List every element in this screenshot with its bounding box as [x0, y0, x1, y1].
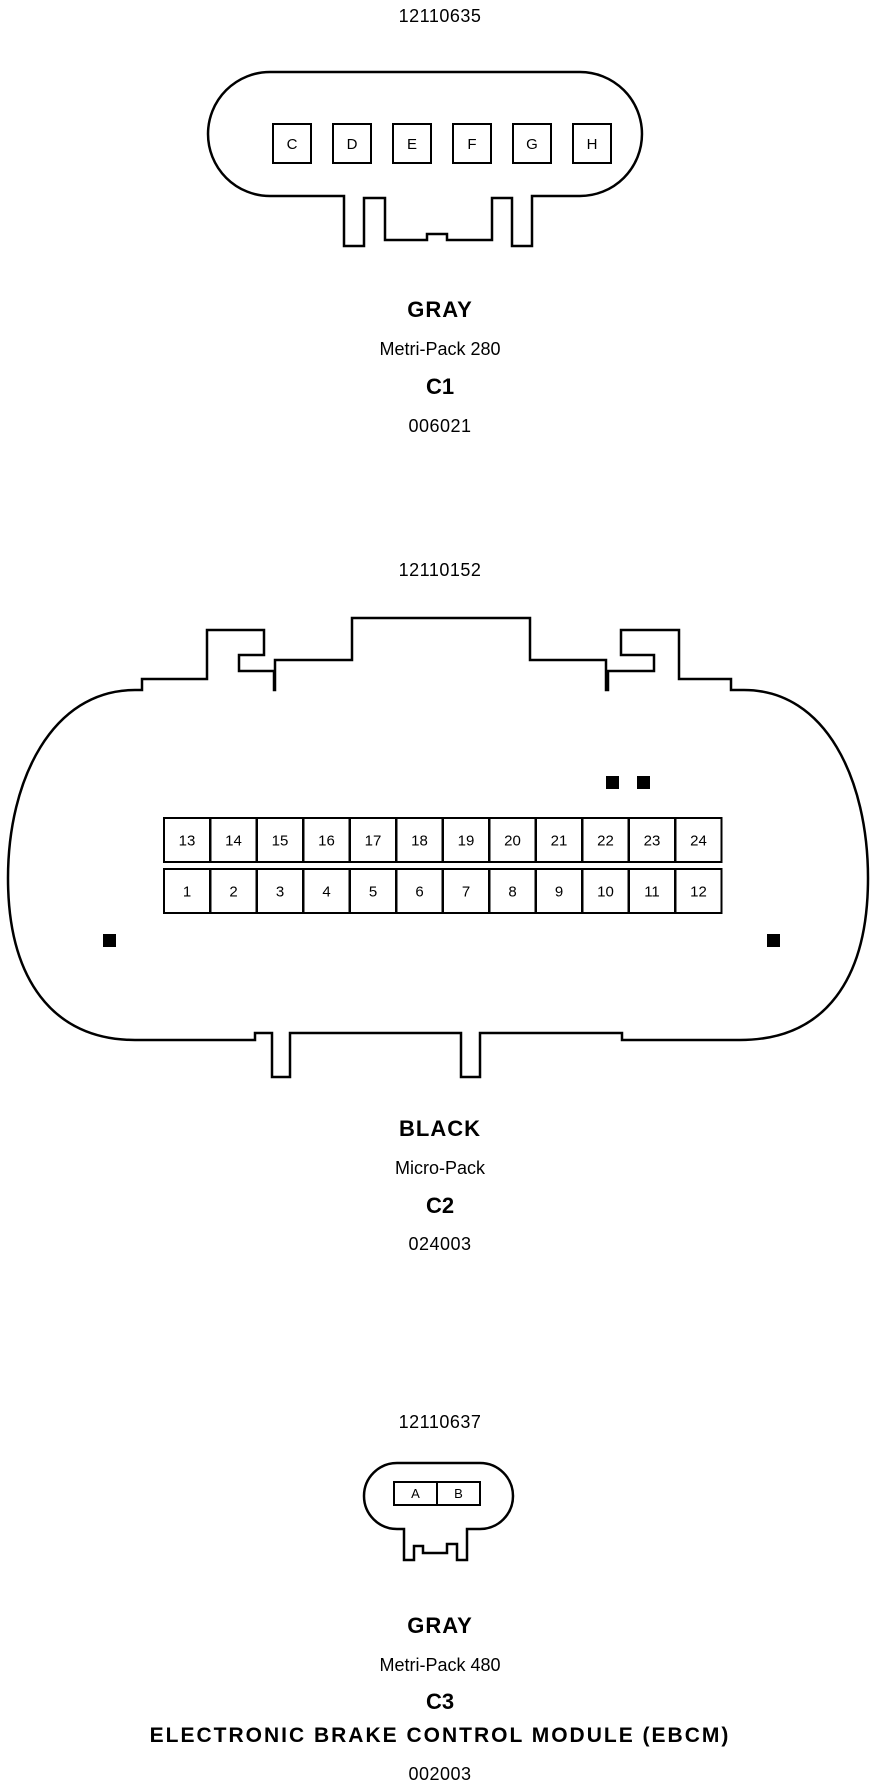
c2-pin-cavity: [163, 817, 211, 863]
c1-pin-label: H: [587, 136, 598, 153]
c2-pin-cavity: [442, 868, 490, 914]
c3-code: 002003: [408, 1764, 472, 1784]
c2-pin-label: 2: [229, 883, 237, 900]
c2-family: Micro-Pack: [394, 1158, 485, 1178]
c2-pin-label: 23: [644, 832, 661, 849]
c1-pin-label: D: [347, 136, 358, 153]
c2-pin-cavity: [395, 817, 444, 863]
c2-pin-label: 19: [458, 832, 475, 849]
c2-pin-label: 15: [272, 832, 289, 849]
c2-pin-cavity: [302, 817, 351, 863]
c1-part-number: 12110635: [398, 6, 482, 26]
c2-polarization-mark: [606, 776, 619, 789]
c1-pin-label: C: [287, 136, 298, 153]
c1-connector-id: C1: [425, 374, 455, 399]
c2-pin-label: 13: [179, 832, 196, 849]
c2-pin-cavity: [581, 817, 630, 863]
c2-pin-label: 22: [597, 832, 614, 849]
c2-pin-label: 16: [318, 832, 335, 849]
c2-pin-cavity: [163, 868, 211, 914]
c2-pin-label: 11: [644, 883, 660, 900]
c3-pin-cavity: [436, 1481, 481, 1506]
c2-connector-id: C2: [425, 1193, 455, 1218]
c2-pin-label: 9: [555, 883, 563, 900]
c2-pin-label: 3: [276, 883, 284, 900]
c2-pin-label: 8: [508, 883, 516, 900]
c2-pin-label: 6: [415, 883, 423, 900]
c1-color: GRAY: [407, 297, 473, 322]
c2-pin-label: 20: [504, 832, 521, 849]
c3-color: GRAY: [407, 1613, 473, 1638]
c1-pin-cavity: [332, 123, 372, 164]
c2-color: BLACK: [399, 1116, 481, 1141]
c2-pin-label: 7: [462, 883, 470, 900]
c1-pin-label: G: [526, 136, 538, 153]
c2-pin-label: 24: [690, 832, 707, 849]
c2-pin-label: 14: [225, 832, 242, 849]
c1-pin-label: F: [467, 136, 476, 153]
c3-family: Metri-Pack 480: [379, 1655, 501, 1675]
c3-pin-label: B: [454, 1486, 463, 1501]
c2-pin-label: 10: [597, 883, 614, 900]
c2-code: 024003: [408, 1234, 472, 1254]
c3-pin-label: A: [411, 1486, 420, 1501]
c1-family: Metri-Pack 280: [379, 339, 501, 359]
c3-part-number: 12110637: [398, 1412, 482, 1432]
c2-pin-label: 12: [690, 883, 707, 900]
c3-connector-id: C3: [425, 1689, 455, 1714]
c2-pin-cavity: [256, 868, 304, 914]
c2-pin-cavity: [674, 868, 723, 914]
c2-pin-cavity: [674, 817, 723, 863]
c1-pin-label: E: [407, 136, 417, 153]
c2-pin-label: 18: [411, 832, 428, 849]
c2-pin-cavity: [535, 817, 583, 863]
c2-pin-label: 17: [365, 832, 382, 849]
c2-polarization-mark: [637, 776, 650, 789]
c1-pin-cavity: [452, 123, 492, 164]
c1-connector-outline: C D E F G H: [206, 70, 644, 248]
c2-pin-label: 4: [322, 883, 330, 900]
c2-pin-label: 1: [183, 883, 191, 900]
c1-pin-cavity: [572, 123, 612, 164]
c1-pin-cavity: [512, 123, 552, 164]
c2-polarization-mark: [103, 934, 116, 947]
c2-pin-cavity: [628, 817, 676, 863]
c2-pin-label: 21: [551, 832, 568, 849]
c2-pin-cavity: [395, 868, 444, 914]
c2-polarization-mark: [767, 934, 780, 947]
c2-pin-cavity: [209, 817, 258, 863]
c1-code: 006021: [408, 416, 472, 436]
c2-part-number: 12110152: [398, 560, 482, 580]
c2-pin-cavity: [302, 868, 351, 914]
c3-module-name: ELECTRONIC BRAKE CONTROL MODULE (EBCM): [149, 1724, 731, 1747]
c1-pin-cavity: [392, 123, 432, 164]
c1-pin-cavity: [272, 123, 312, 164]
c2-pin-label: 5: [369, 883, 377, 900]
